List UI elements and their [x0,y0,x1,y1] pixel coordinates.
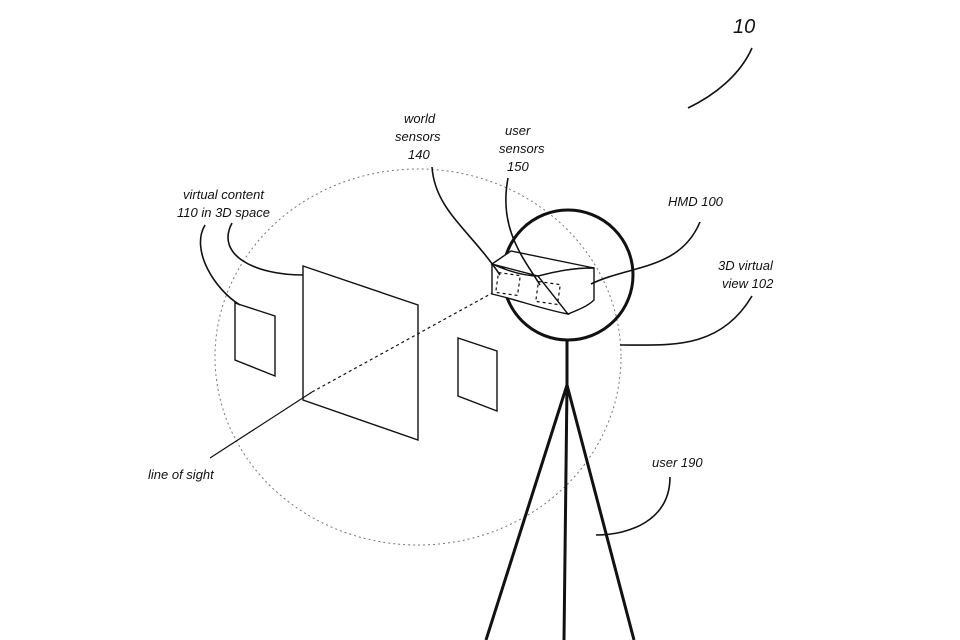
user-sensor-box [535,280,561,306]
world-sensor-box [495,271,521,297]
label-user-sensors-line1: user [505,123,531,138]
user-center-line [562,384,569,640]
label-user: user 190 [652,455,703,470]
label-virtual-view-line1: 3D virtual [718,258,774,273]
label-world-sensors-line1: world [404,111,436,126]
label-user-sensors-line2: sensors [499,141,545,156]
virtual-panel-right [457,337,498,413]
leader-virtual-view [619,295,753,346]
label-virtual-view-line2: view 102 [722,276,774,291]
user-left-leg [484,384,569,640]
hmd-side [536,267,595,315]
label-virtual-content-line1: virtual content [183,187,265,202]
leader-user [595,476,671,536]
figure-number: 10 [733,16,755,38]
leader-world-sensors [431,166,501,276]
label-virtual-content-line2: 110 in 3D space [177,205,270,220]
virtual-view-sphere [214,168,622,546]
line-of-sight-solid [209,391,313,459]
user-right-leg [565,384,636,640]
leader-virtual-content-main [227,222,304,276]
label-user-sensors-line3: 150 [507,159,529,174]
line-of-sight-dashed [311,285,506,393]
label-world-sensors-line2: sensors [395,129,441,144]
label-hmd: HMD 100 [668,194,724,209]
figure-number-leader [687,47,753,109]
leader-user-sensors [505,177,541,286]
leader-hmd [590,221,701,285]
virtual-panel-main [302,265,419,441]
leader-virtual-content-left [199,224,241,306]
label-world-sensors-line3: 140 [408,147,430,162]
label-line-of-sight: line of sight [148,467,215,482]
virtual-panel-left [234,302,276,378]
hmd-device [490,250,595,316]
